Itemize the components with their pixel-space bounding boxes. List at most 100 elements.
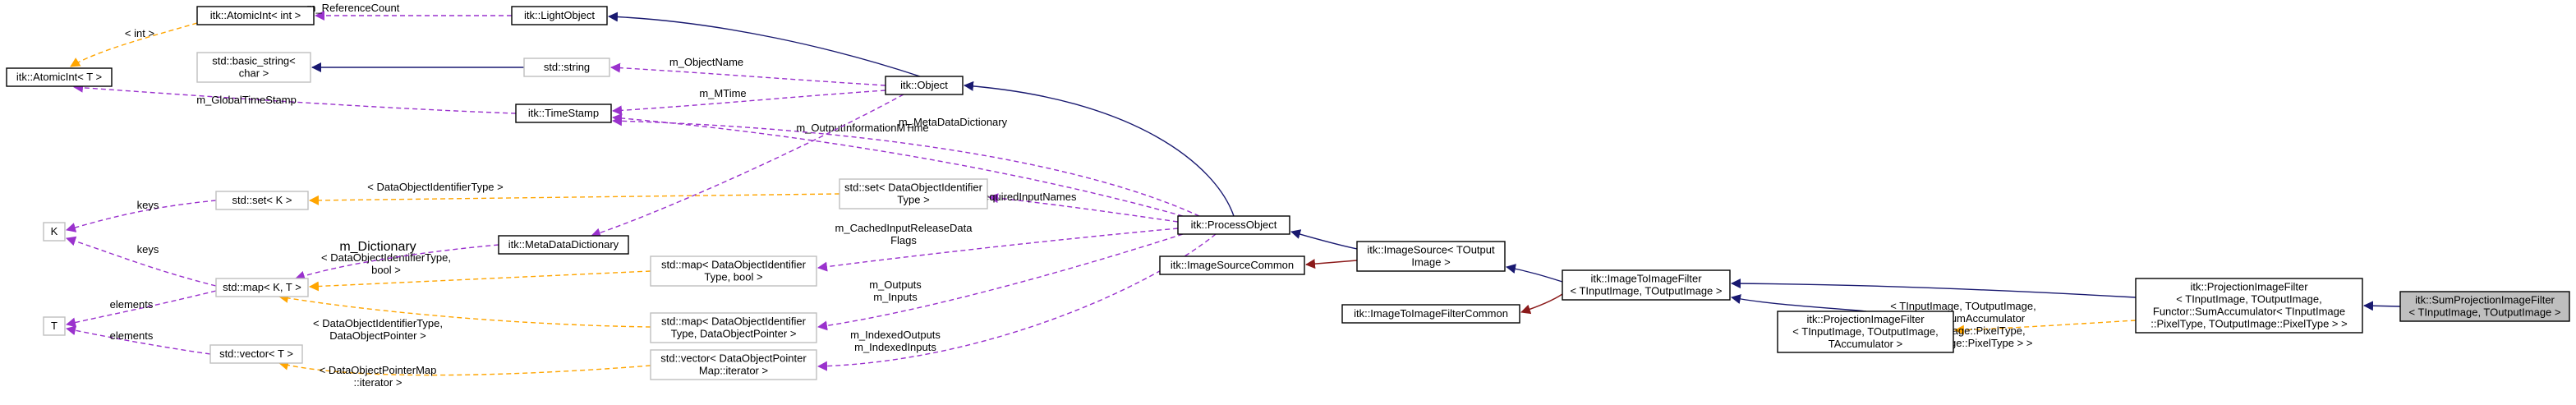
class-node-object[interactable]: itk::Object	[885, 76, 964, 95]
edge-e-requiredinputnames: m_RequiredInputNames	[961, 191, 1179, 223]
edge-e-keys2: keys	[66, 236, 217, 287]
class-node-set-k[interactable]: std::set< K >	[215, 191, 309, 210]
class-name: std::set< DataObjectIdentifier	[844, 182, 983, 194]
class-node-basic-string[interactable]: std::basic_string<char >	[196, 52, 311, 83]
class-box	[215, 191, 309, 210]
edge-label: m_OutputInformationMTime	[796, 122, 928, 134]
class-box	[885, 76, 964, 95]
class-box	[2135, 278, 2363, 334]
edge-line	[70, 22, 198, 67]
edge-line	[817, 233, 1217, 371]
class-node-itoif[interactable]: itk::ImageToImageFilter< TInputImage, TO…	[1562, 269, 1731, 301]
edge-label: m_IndexedInputs	[854, 341, 936, 353]
class-name: Type, bool >	[704, 271, 762, 283]
class-name: itk::ProjectionImageFilter	[2190, 281, 2308, 293]
edge-line	[309, 270, 651, 292]
class-name: std::string	[544, 61, 590, 73]
class-node-lightobject[interactable]: itk::LightObject	[511, 6, 608, 25]
class-box	[1341, 304, 1520, 324]
class-node-t[interactable]: T	[43, 316, 66, 336]
edge-line	[295, 244, 499, 281]
class-node-projfilter-acc[interactable]: itk::ProjectionImageFilter< TInputImage,…	[1777, 311, 1954, 353]
class-box	[498, 235, 629, 255]
class-node-sumprojection[interactable]: itk::SumProjectionImageFilter< TInputIma…	[2399, 291, 2570, 322]
class-name: Functor::SumAccumulator< TInputImage	[2153, 306, 2345, 318]
class-name: std::vector< DataObjectPointer	[660, 352, 807, 365]
edge-label: < int >	[125, 27, 154, 39]
class-box	[511, 6, 608, 25]
class-node-map-bool[interactable]: std::map< DataObjectIdentifierType, bool…	[650, 255, 817, 287]
class-box	[196, 6, 315, 25]
class-name: itk::Object	[900, 79, 948, 91]
class-node-imagesourcecommon[interactable]: itk::ImageSourceCommon	[1159, 255, 1305, 275]
edge-line	[591, 94, 904, 238]
class-box	[1562, 269, 1731, 301]
class-box	[43, 316, 66, 336]
edge-e-map-bool-tpl: < DataObjectIdentifierType,bool >	[309, 251, 651, 292]
edge-e-itoifcommon	[1520, 293, 1563, 315]
class-box	[1177, 215, 1290, 235]
edge-e-int: < int >	[70, 22, 198, 67]
edge-line	[278, 292, 651, 328]
class-box	[209, 344, 303, 364]
class-node-vector-t[interactable]: std::vector< T >	[209, 344, 303, 364]
class-box	[515, 104, 612, 123]
class-node-projfilter-sum[interactable]: itk::ProjectionImageFilter< TInputImage,…	[2135, 278, 2363, 334]
class-node-k[interactable]: K	[43, 222, 66, 242]
class-name: ::PixelType, TOutputImage::PixelType > >	[2150, 318, 2347, 330]
class-node-atomicint-t[interactable]: itk::AtomicInt< T >	[6, 67, 113, 87]
class-name: T	[51, 320, 58, 332]
class-node-itoifcommon[interactable]: itk::ImageToImageFilterCommon	[1341, 304, 1520, 324]
class-node-std-string[interactable]: std::string	[523, 58, 610, 77]
class-node-timestamp[interactable]: itk::TimeStamp	[515, 104, 612, 123]
class-name: itk::SumProjectionImageFilter	[2415, 294, 2555, 306]
edge-e-mtime: m_MTime	[612, 87, 886, 116]
class-node-set-doit[interactable]: std::set< DataObjectIdentifierType >	[839, 178, 988, 209]
edge-line	[1731, 294, 1867, 312]
class-name: itk::TimeStamp	[528, 107, 599, 119]
class-name: K	[51, 225, 58, 237]
class-box	[2399, 291, 2570, 322]
edge-label: < TInputImage, TOutputImage,	[1890, 300, 2036, 312]
edge-line	[278, 360, 651, 376]
edge-label: ::iterator >	[354, 376, 402, 389]
class-name: std::basic_string<	[212, 55, 296, 67]
class-box	[650, 312, 817, 343]
edge-e-object	[964, 81, 1235, 217]
edge-label: m_CachedInputReleaseData	[835, 222, 973, 234]
class-node-vector-dopm[interactable]: std::vector< DataObjectPointerMap::itera…	[650, 349, 817, 380]
edge-label: < DataObjectIdentifierType,	[313, 317, 443, 329]
nodes-layer: itk::AtomicInt< int > itk::LightObjectitk…	[6, 6, 2570, 380]
edge-label: bool >	[371, 264, 401, 276]
class-name: Type, DataObjectPointer >	[671, 328, 797, 340]
class-name: std::vector< T >	[219, 347, 293, 360]
edge-label: DataObjectPointer >	[329, 329, 426, 342]
edge-line	[988, 193, 1179, 223]
class-node-map-dop[interactable]: std::map< DataObjectIdentifierType, Data…	[650, 312, 817, 343]
class-node-map-kt[interactable]: std::map< K, T >	[215, 278, 309, 297]
edge-e-vector-tpl: < DataObjectPointerMap::iterator >	[278, 360, 651, 389]
class-name: char >	[239, 67, 269, 80]
edge-line	[66, 290, 217, 328]
edge-line	[1731, 278, 2137, 298]
class-name: std::map< DataObjectIdentifier	[661, 259, 807, 271]
class-node-processobject[interactable]: itk::ProcessObject	[1177, 215, 1290, 235]
edge-label: < DataObjectIdentifierType,	[321, 251, 451, 264]
class-node-imagesource[interactable]: itk::ImageSource< TOutputImage >	[1356, 241, 1506, 272]
class-node-metadatadict[interactable]: itk::MetaDataDictionary	[498, 235, 629, 255]
class-name: itk::ImageToImageFilterCommon	[1354, 307, 1508, 320]
class-box	[6, 67, 113, 87]
edge-line	[610, 62, 886, 86]
class-node-atomicint-int[interactable]: itk::AtomicInt< int >	[196, 6, 315, 25]
class-name: < TInputImage, TOutputImage >	[1570, 285, 1722, 297]
edge-e-elements2: elements	[66, 325, 211, 355]
edge-label: m_Outputs	[869, 278, 922, 291]
edge-e-processobject	[1290, 229, 1358, 250]
class-name: itk::ProcessObject	[1191, 219, 1277, 231]
edge-e-refcount: m_ReferenceCount	[307, 2, 512, 21]
edge-label: m_ObjectName	[669, 56, 743, 68]
class-box	[1159, 255, 1305, 275]
edge-line	[1954, 320, 2137, 335]
edge-line	[612, 113, 1184, 217]
